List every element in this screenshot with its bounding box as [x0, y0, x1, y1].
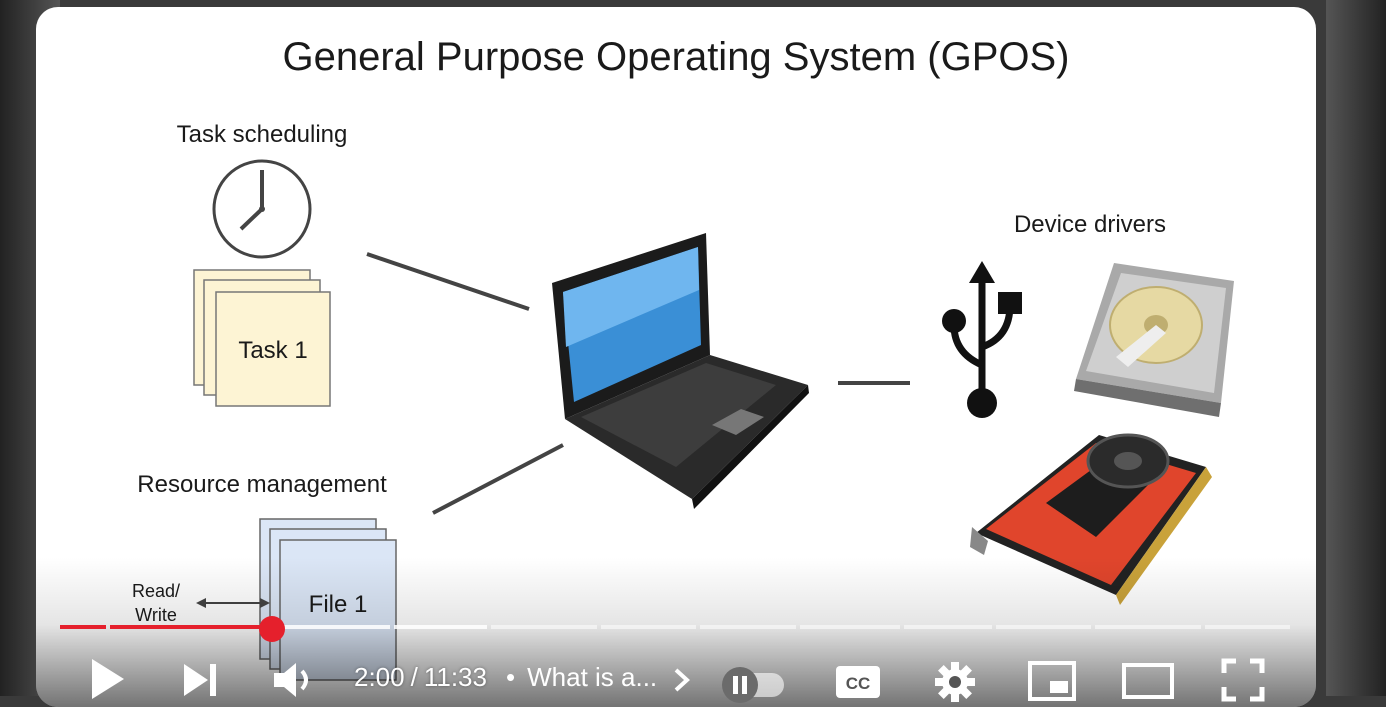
device-drivers-label: Device drivers — [1014, 211, 1166, 238]
progress-segment[interactable] — [700, 625, 796, 629]
play-button[interactable] — [88, 657, 128, 701]
read-label: Read/ — [132, 581, 180, 601]
time-display: 2:00/11:33 — [354, 662, 487, 693]
task-scheduling-label: Task scheduling — [177, 121, 348, 148]
progress-segment[interactable] — [394, 625, 487, 629]
settings-gear-icon — [935, 662, 975, 702]
next-icon — [184, 664, 216, 696]
autoplay-toggle[interactable] — [720, 665, 790, 705]
miniplayer-icon — [1028, 661, 1076, 701]
theater-mode-icon — [1122, 663, 1174, 699]
theater-mode-button[interactable] — [1120, 661, 1176, 701]
chapter-button[interactable]: • What is a... — [506, 662, 657, 693]
progress-segment[interactable] — [110, 625, 272, 629]
play-icon — [92, 659, 124, 699]
video-frame-slide: General Purpose Operating System (GPOS) … — [132, 35, 1234, 681]
progress-segment[interactable] — [491, 625, 597, 629]
captions-icon: CC — [836, 666, 880, 698]
progress-segment[interactable] — [601, 625, 696, 629]
file-card-label: File 1 — [309, 591, 368, 618]
video-player[interactable]: General Purpose Operating System (GPOS) … — [36, 7, 1316, 707]
fullscreen-icon — [1221, 658, 1265, 702]
settings-button[interactable] — [933, 660, 977, 704]
volume-button[interactable] — [272, 659, 318, 701]
clock-icon — [212, 159, 312, 259]
hard-drive-icon — [1074, 263, 1234, 417]
slide-title: General Purpose Operating System (GPOS) — [283, 35, 1070, 79]
pause-icon — [733, 676, 738, 694]
next-button[interactable] — [182, 660, 220, 700]
current-time: 2:00 — [354, 662, 405, 692]
chapter-chevron[interactable] — [672, 667, 692, 693]
captions-button[interactable]: CC — [834, 662, 882, 702]
progress-segment[interactable] — [996, 625, 1091, 629]
task-stack-icon — [193, 269, 331, 407]
fullscreen-button[interactable] — [1220, 657, 1266, 703]
time-separator: / — [410, 662, 418, 692]
connector-line — [366, 252, 530, 311]
usb-icon — [942, 261, 1022, 418]
laptop-icon — [552, 233, 809, 509]
background-right — [1326, 0, 1386, 696]
progress-segment[interactable] — [1205, 625, 1290, 629]
progress-scrubber[interactable] — [259, 616, 285, 642]
progress-segment[interactable] — [1095, 625, 1201, 629]
task-card-label: Task 1 — [238, 337, 307, 364]
read-write-arrow-icon — [196, 598, 270, 608]
svg-text:CC: CC — [846, 674, 871, 693]
progress-segment[interactable] — [60, 625, 106, 629]
chapter-title: What is a... — [527, 662, 658, 692]
chevron-right-icon — [674, 668, 690, 692]
chapter-dot: • — [506, 662, 516, 692]
volume-icon — [274, 663, 308, 697]
duration: 11:33 — [423, 662, 487, 692]
progress-segment[interactable] — [800, 625, 900, 629]
resource-management-label: Resource management — [137, 471, 387, 498]
miniplayer-button[interactable] — [1026, 659, 1078, 703]
progress-bar[interactable] — [60, 616, 1290, 642]
graphics-card-icon — [970, 433, 1212, 605]
connector-line — [432, 443, 564, 515]
progress-segment[interactable] — [272, 625, 390, 629]
progress-segment[interactable] — [904, 625, 992, 629]
